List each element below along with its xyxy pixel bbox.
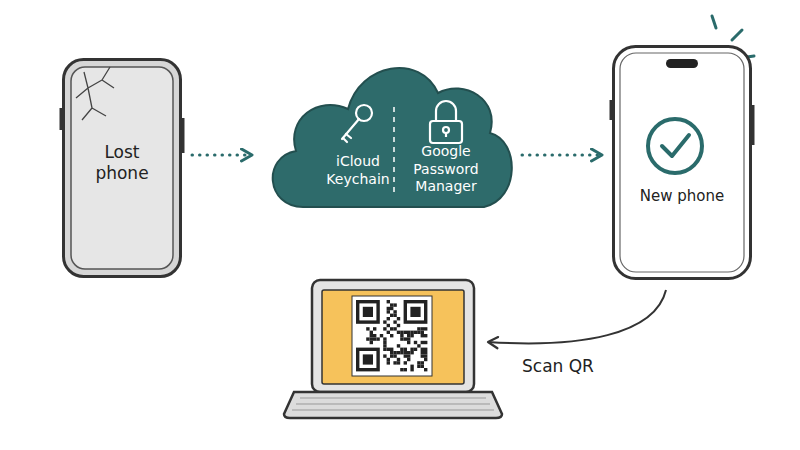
phone-outline: [612, 45, 752, 280]
scan-arrow: [488, 290, 666, 343]
arrow-label: Scan QR: [522, 356, 594, 376]
node-text: Lost phone: [87, 142, 157, 185]
cloud-shape: [258, 35, 520, 215]
phone-node: Lost phone: [62, 58, 182, 278]
qr-code: [356, 300, 427, 371]
cloud-node: iCloud KeychainGoogle Password Manager: [258, 35, 520, 215]
dotted-arrow: [522, 154, 602, 157]
node-text: New phone: [620, 187, 744, 206]
dotted-arrow: [192, 154, 252, 157]
laptop-illustration: [284, 280, 502, 418]
node-text: iCloud Keychain: [310, 153, 406, 188]
phone-node: New phone: [612, 45, 752, 280]
node-text: Google Password Manager: [398, 143, 494, 196]
